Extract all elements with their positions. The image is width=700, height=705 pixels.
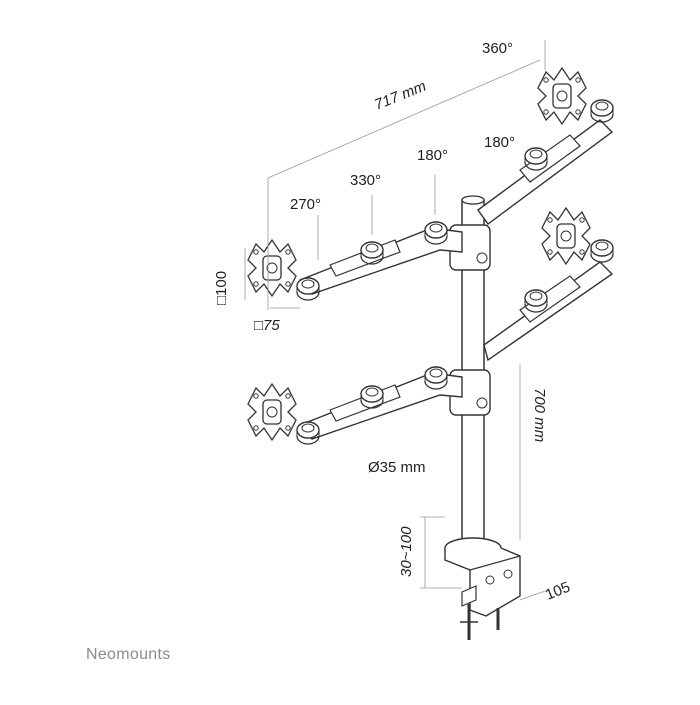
mid-right-arm (483, 207, 614, 362)
brand-logo: Neomounts (86, 646, 171, 663)
rotation-330-label: 330° (350, 172, 382, 189)
vesa-75-label: □75 (254, 317, 280, 334)
rotation-180-mid-label: 180° (417, 147, 449, 164)
desk-thickness-label: 30~100 (398, 526, 415, 577)
upper-left-arm (247, 221, 491, 301)
rotation-180-upper-label: 180° (484, 134, 516, 151)
upper-right-arm (477, 67, 614, 225)
rotation-270-label: 270° (290, 196, 322, 213)
desk-clamp (444, 537, 521, 640)
lower-left-arm (247, 366, 491, 445)
dimension-lines (244, 40, 549, 601)
vesa-100-label: □100 (213, 270, 230, 305)
rotation-360-label: 360° (482, 40, 514, 57)
pole-height-label: 700 mm (531, 388, 548, 443)
pole-diameter-label: Ø35 mm (368, 459, 426, 476)
